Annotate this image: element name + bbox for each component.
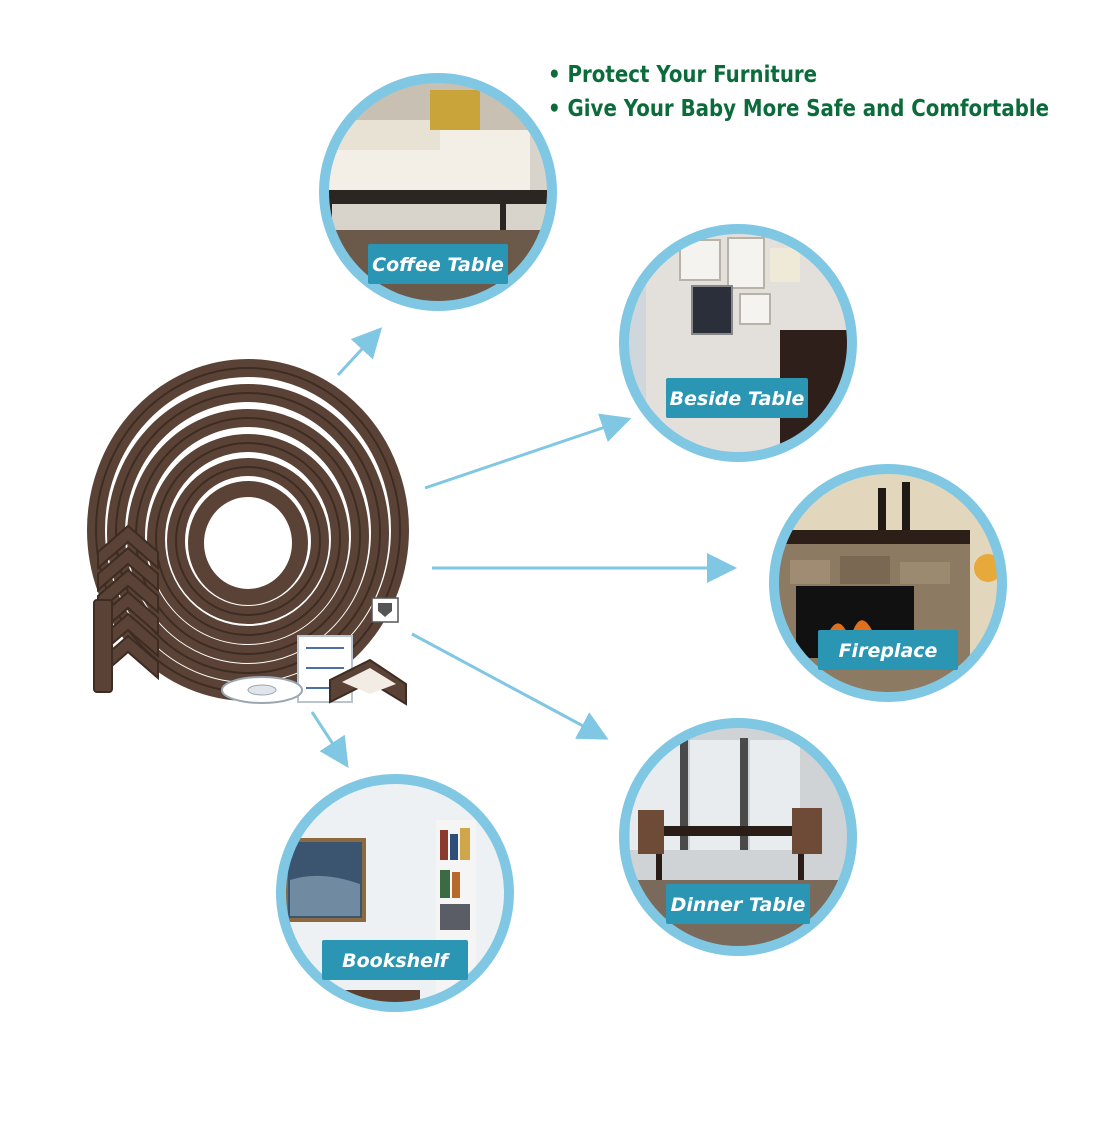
room-label-pill — [322, 940, 468, 980]
room-label: Beside Table — [670, 388, 805, 410]
corner-guards-stack — [93, 524, 159, 693]
dinner-table-photo — [624, 723, 852, 951]
tagline: • Protect Your Furniture • Give Your Bab… — [548, 58, 1088, 126]
corner-guard-single — [329, 658, 407, 706]
room-circle-dinner-table: Dinner Table — [619, 718, 857, 956]
arrow-to-coffee-table — [336, 327, 383, 377]
room-circle-bookshelf: Bookshelf — [276, 774, 514, 1012]
foam-roll — [87, 359, 409, 701]
room-label: Fireplace — [839, 640, 938, 662]
room-label-pill — [666, 884, 810, 924]
room-label: Coffee Table — [372, 254, 504, 276]
shield-logo-icon — [371, 597, 399, 623]
product-image — [87, 359, 409, 706]
room-circle-fireplace: Fireplace — [769, 464, 1007, 702]
room-label-pill — [666, 378, 808, 418]
arrow-to-bookshelf — [310, 711, 349, 769]
arrows — [310, 327, 737, 769]
room-label-pill — [818, 630, 958, 670]
arrow-to-beside-table — [424, 413, 632, 490]
tagline-bullet-2: • Give Your Baby More Safe and Comfortab… — [548, 96, 1050, 122]
bullet-dot: • — [548, 62, 568, 88]
tagline-bullet-1: • Protect Your Furniture — [548, 62, 818, 88]
room-circle-beside-table: Beside Table — [619, 224, 857, 462]
room-circle-coffee-table: Coffee Table — [319, 73, 557, 311]
room-label-pill — [368, 244, 508, 284]
arrow-to-dinner-table — [411, 632, 609, 740]
room-label: Dinner Table — [671, 894, 806, 916]
room-label: Bookshelf — [342, 950, 450, 972]
bullet-dot: • — [548, 96, 568, 122]
